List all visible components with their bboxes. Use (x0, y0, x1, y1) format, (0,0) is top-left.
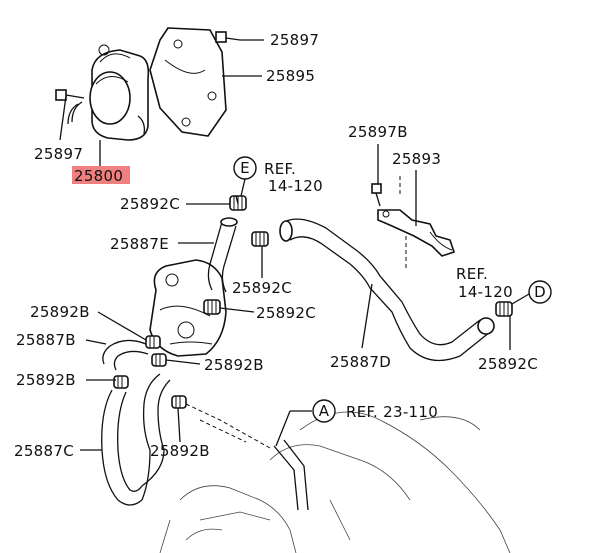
part-label[interactable]: 25892C (232, 279, 292, 297)
part-label[interactable]: 25893 (392, 150, 441, 168)
callout-d: D (528, 280, 552, 304)
hose-clamp-icon (203, 299, 221, 315)
reference-page: 14-120 (458, 283, 513, 301)
part-label[interactable]: 25887D (330, 353, 391, 371)
part-label[interactable]: 25897B (348, 123, 408, 141)
engine-block-outline (159, 403, 511, 553)
part-label[interactable]: 25892B (204, 356, 264, 374)
part-label[interactable]: 25892B (16, 371, 76, 389)
hose-clamp-icon (151, 353, 167, 367)
callout-letter: D (534, 283, 546, 301)
bolt-icon (215, 31, 241, 43)
reference-page: 14-120 (268, 177, 323, 195)
callout-letter: A (319, 402, 330, 420)
reference-text: REF. 23-110 (346, 403, 438, 421)
hose-clamp-icon (113, 375, 129, 389)
part-label-highlighted[interactable]: 25800 (74, 167, 123, 185)
hose-clamp-icon (251, 231, 269, 247)
part-label[interactable]: 25897 (34, 145, 83, 163)
part-label[interactable]: 25895 (266, 67, 315, 85)
reference-text: REF. (264, 160, 296, 178)
reference-text: REF. (456, 265, 488, 283)
hose-clamp-icon (495, 301, 513, 317)
hose-25887d (279, 218, 513, 362)
part-label[interactable]: 25887E (110, 235, 169, 253)
hose-25887e (207, 217, 238, 293)
part-label[interactable]: 25892C (478, 355, 538, 373)
bolt-icon (371, 183, 382, 207)
bolt-icon (55, 89, 85, 101)
callout-letter: E (240, 159, 250, 177)
hose-25887b (102, 339, 149, 371)
part-label[interactable]: 25897 (270, 31, 319, 49)
hose-clamp-bracket (371, 183, 456, 257)
hose-25887c (101, 373, 171, 506)
part-label[interactable]: 25892C (256, 304, 316, 322)
part-label[interactable]: 25887C (14, 442, 74, 460)
part-label[interactable]: 25892C (120, 195, 180, 213)
part-label[interactable]: 25892B (150, 442, 210, 460)
hose-clamp-icon (171, 395, 187, 409)
part-label[interactable]: 25892B (30, 303, 90, 321)
highlight-box (72, 166, 130, 184)
callout-a: A (312, 399, 336, 423)
engine-housing (149, 259, 227, 357)
hose-clamp-icon (145, 335, 161, 349)
part-label[interactable]: 25887B (16, 331, 76, 349)
callout-e: E (233, 156, 257, 180)
oil-cooler-assembly (55, 27, 241, 141)
